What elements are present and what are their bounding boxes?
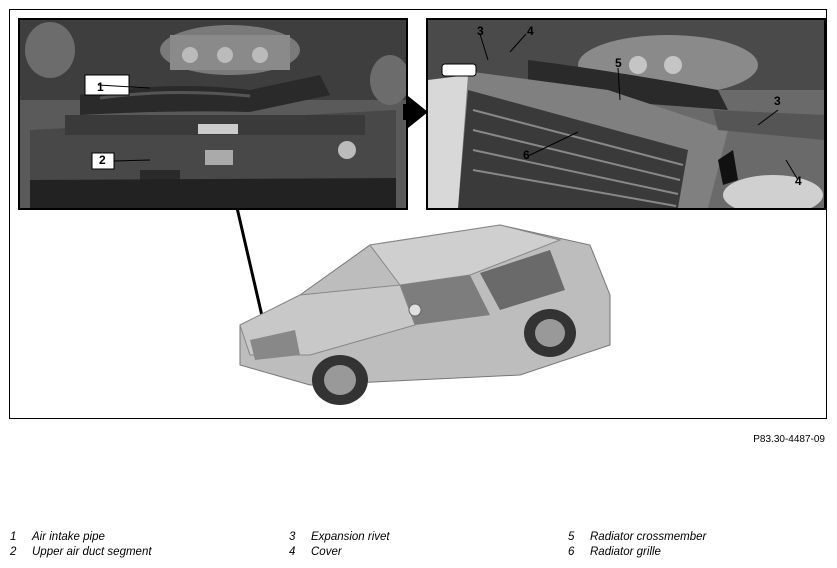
car-illustration	[220, 205, 620, 417]
callout-4: 4	[527, 24, 534, 38]
engine-bay-right-image: 3 4 5 6 3 4	[426, 18, 826, 210]
arrow-stem	[403, 104, 409, 120]
callout-4-secondary: 4	[795, 174, 802, 188]
callout-2: 2	[99, 153, 106, 167]
right-arrow-icon	[408, 96, 428, 128]
callout-6: 6	[523, 148, 530, 162]
callout-3: 3	[477, 24, 484, 38]
callout-3-secondary: 3	[774, 94, 781, 108]
figure-reference-code: P83.30-4487-09	[753, 434, 825, 445]
engine-bay-left-image: 1 2	[18, 18, 408, 210]
callout-5: 5	[615, 56, 622, 70]
callout-1: 1	[97, 80, 104, 94]
